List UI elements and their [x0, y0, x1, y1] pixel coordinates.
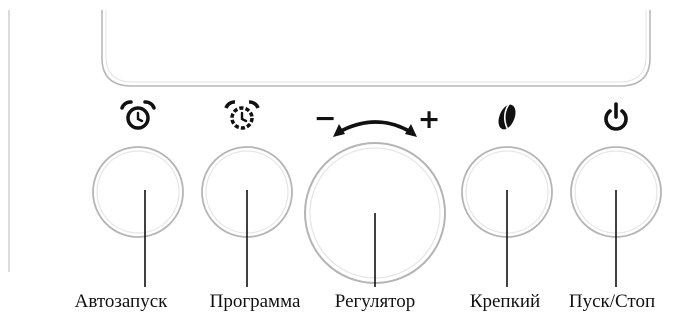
rotate-arrows-icon: [333, 120, 417, 137]
alarm-clock-icon: [120, 100, 156, 130]
label-regulator: Регулятор: [334, 291, 416, 312]
coffee-bean-icon: [498, 103, 516, 131]
label-auto-start: Автозапуск: [74, 291, 168, 312]
display-window-inner: [105, 10, 647, 83]
regulator-minus-sign: −: [314, 103, 337, 134]
auto-start-button[interactable]: [92, 146, 184, 238]
display-window: [101, 10, 651, 87]
label-strong: Крепкий: [469, 291, 541, 312]
label-start-stop: Пуск/Стоп: [568, 291, 656, 312]
leader-lines: [144, 190, 617, 287]
power-icon: [604, 102, 628, 131]
alarm-clock-dashed-icon: [224, 100, 260, 130]
label-program: Программа: [209, 291, 301, 312]
regulator-plus-sign: +: [418, 104, 441, 135]
